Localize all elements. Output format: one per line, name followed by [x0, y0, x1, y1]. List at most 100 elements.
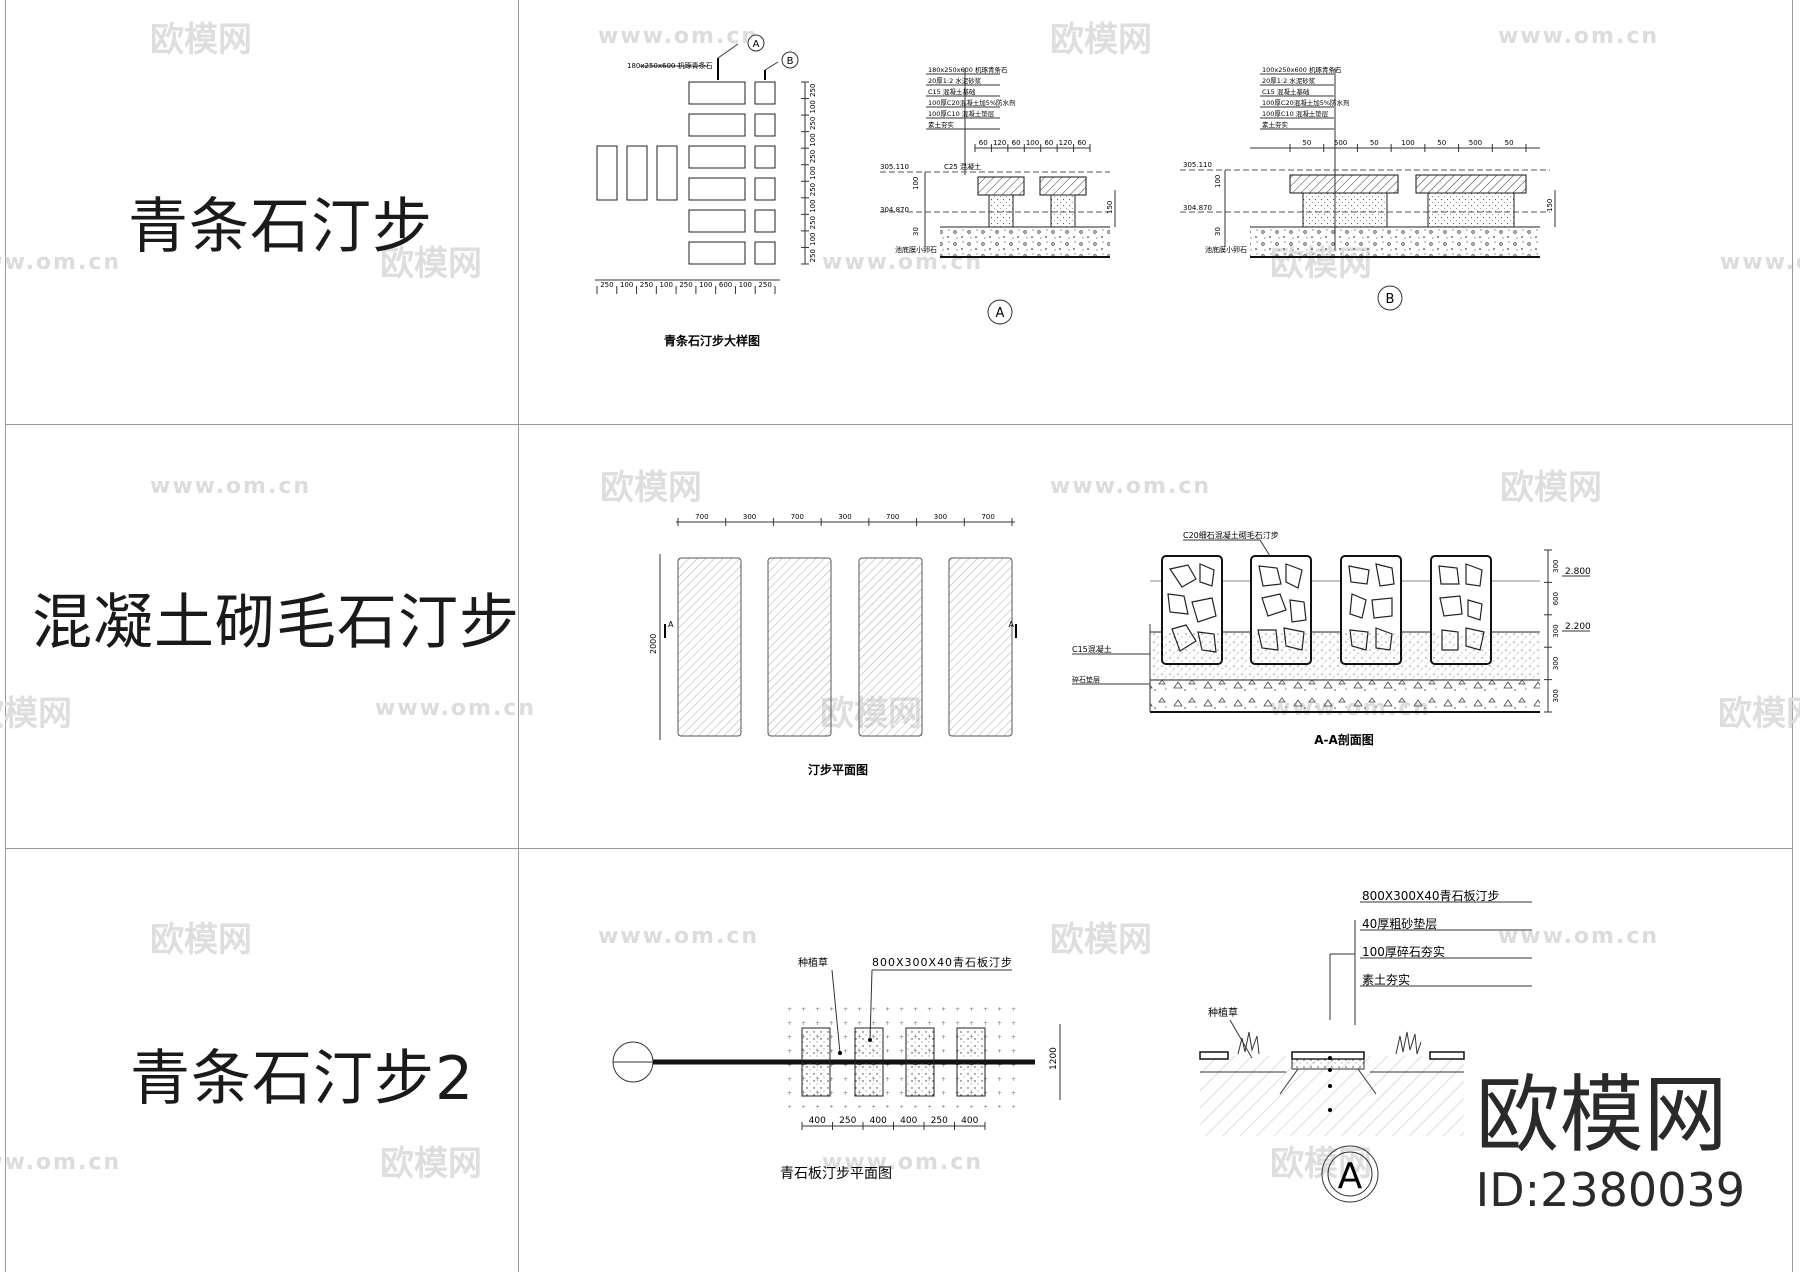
- dim-label: 50: [1505, 139, 1514, 147]
- section-a-pier: [988, 194, 1014, 228]
- brand-block: 欧模网 ID:2380039: [1476, 1073, 1745, 1217]
- plan-stone: [754, 209, 776, 233]
- dim-label: 250: [809, 117, 817, 130]
- section-c15-label: C15混凝土: [1072, 644, 1112, 654]
- plan-stone: [754, 113, 776, 137]
- plan-slab: [801, 1027, 831, 1097]
- plan-stone: [688, 113, 746, 137]
- note-label: 素土夯实: [1262, 120, 1289, 129]
- section-a-level-bottom: 304.870: [880, 206, 909, 214]
- dim-label: 300: [1552, 624, 1560, 637]
- plan-slab: [948, 557, 1013, 737]
- dim-label: 100: [1401, 139, 1414, 147]
- dim-label: 600: [1552, 592, 1560, 605]
- note-label: 素土夯实: [1362, 972, 1410, 987]
- note-label: 100厚碎石夯实: [1362, 944, 1445, 959]
- note-label: C15 混凝土基础: [928, 87, 976, 96]
- dim-label: 300: [934, 513, 947, 521]
- section-b-notes: 100x250x600 机琢青条石 20厚1:2 水泥砂浆 C15 混凝土基础 100…: [1260, 65, 1350, 130]
- section-level-top: 2.800: [1565, 567, 1591, 577]
- dim-label: 100: [809, 199, 817, 212]
- grid-right-border: [1792, 0, 1793, 1272]
- dim-label: 100: [809, 100, 817, 113]
- plan-stone: [688, 241, 746, 265]
- dim-label: 500: [1334, 139, 1347, 147]
- plan-stone: [754, 177, 776, 201]
- dim-label: 250: [809, 84, 817, 97]
- note-label: 20厚1:2 水泥砂浆: [1262, 76, 1316, 85]
- plan-stone: [656, 145, 678, 201]
- section-slab: [1291, 1051, 1365, 1060]
- dim-label: 250: [931, 1116, 948, 1126]
- note-label: C15 混凝土基础: [1262, 87, 1310, 96]
- section-b-gravel-bed: [1250, 227, 1540, 257]
- section-a-side-dim: 150: [1106, 201, 1114, 214]
- dim-label: 250: [679, 281, 692, 289]
- dim-label: 400: [961, 1116, 978, 1126]
- section-b-side-dim: 150: [1546, 199, 1554, 212]
- row-title-1: 青条石汀步: [128, 192, 433, 262]
- section-level-mid: 2.200: [1565, 622, 1591, 632]
- dim-label: 250: [640, 281, 653, 289]
- plan-stone: [688, 81, 746, 105]
- section-slab: [1199, 1051, 1229, 1060]
- dim-label: 50: [1437, 139, 1446, 147]
- note-label: 100厚C10 混凝土垫层: [1262, 109, 1329, 118]
- note-label: 800X300X40青石板汀步: [1362, 889, 1500, 903]
- dim-label: 300: [838, 513, 851, 521]
- dim-label: 100: [1026, 139, 1039, 147]
- plan-dim-right: 1200: [1049, 1047, 1059, 1070]
- note-label: 100厚C20混凝土加5%防水剂: [928, 98, 1016, 107]
- dim-label: 250: [809, 183, 817, 196]
- note-label: 100x250x600 机琢青条石: [1262, 65, 1342, 74]
- dim-label: 600: [719, 281, 732, 289]
- plan-stone: [596, 145, 618, 201]
- dim-label: 100: [660, 281, 673, 289]
- dim-label: 120: [993, 139, 1006, 147]
- dim-label: 700: [695, 513, 708, 521]
- dim-label: 250: [839, 1116, 856, 1126]
- note-label: 20厚1:2 水泥砂浆: [928, 76, 982, 85]
- dim-label: 50: [1370, 139, 1379, 147]
- plan-stone: [626, 145, 648, 201]
- section-b-side-dim: 30: [1214, 227, 1222, 236]
- dim-label: 400: [870, 1116, 887, 1126]
- row-title-2: 混凝土砌毛石汀步: [32, 588, 520, 658]
- row3-drawings: + 种植草 800X300X40青石板汀步 1200 400: [612, 889, 1532, 1203]
- row1-section-b: 100x250x600 机琢青条石 20厚1:2 水泥砂浆 C15 混凝土基础 100…: [1180, 65, 1556, 311]
- section-a-label: A: [996, 306, 1005, 321]
- row-title-3: 青条石汀步2: [130, 1044, 475, 1114]
- section-a-concrete-label: C25 混凝土: [944, 162, 981, 171]
- section-b-label: B: [1386, 292, 1395, 307]
- dim-label: 700: [886, 513, 899, 521]
- plan-stone: [688, 145, 746, 169]
- section-b-side-dim: 100: [1214, 175, 1222, 188]
- brand-id: ID:2380039: [1475, 1163, 1745, 1217]
- dim-label: 60: [1044, 139, 1053, 147]
- section-gravel-layer: [1150, 680, 1540, 712]
- plan-cut-mark: A: [668, 620, 674, 629]
- section-base-label: 碎石垫层: [1072, 675, 1100, 684]
- plan-slab-label: 800X300X40青石板汀步: [872, 955, 1013, 969]
- note-label: 素土夯实: [928, 120, 955, 129]
- plan-slab: [956, 1027, 986, 1097]
- plan-slab: [854, 1027, 884, 1097]
- section-b-level-bottom: 304.870: [1183, 204, 1212, 212]
- section-b-base-label: 池底膜小卵石: [1205, 245, 1247, 254]
- section-a-side-dim: 100: [912, 177, 920, 190]
- dim-label: 250: [809, 150, 817, 163]
- section-note: C20细石混凝土砌毛石汀步: [1183, 530, 1279, 540]
- plan-slab: [905, 1027, 935, 1097]
- row2-plan-caption: 汀步平面图: [808, 762, 868, 777]
- note-label: 40厚粗砂垫层: [1362, 916, 1437, 931]
- dim-label: 250: [600, 281, 613, 289]
- dim-label: 400: [900, 1116, 917, 1126]
- plan-dim-left: 2000: [649, 634, 658, 654]
